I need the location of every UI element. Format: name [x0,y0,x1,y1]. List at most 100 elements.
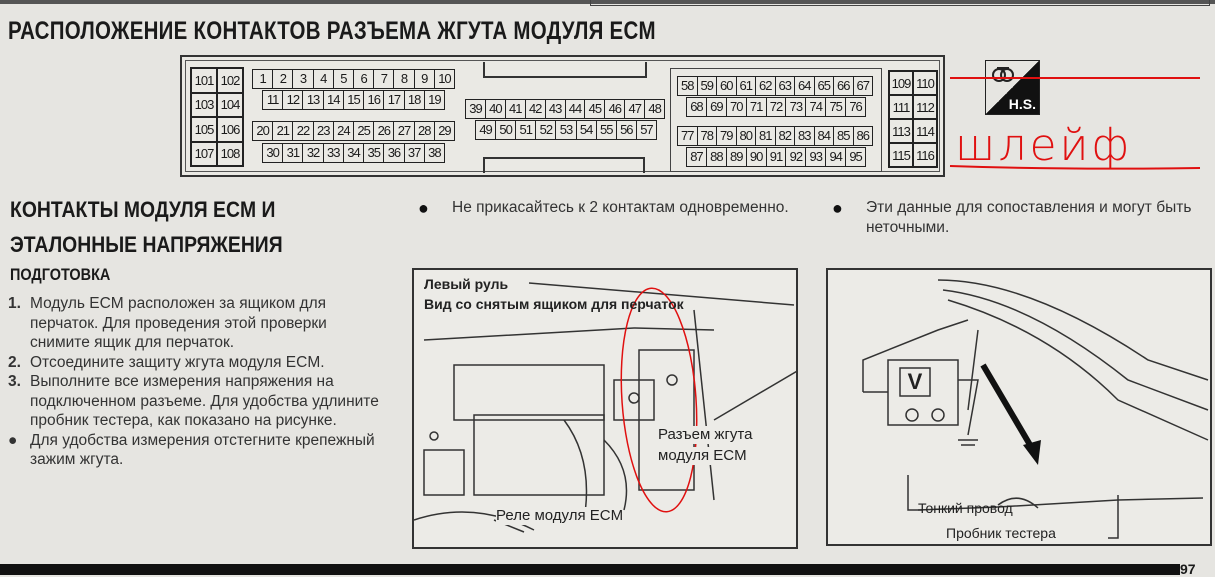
figure-probe: V Тонкий провод Пробник тестера [826,268,1212,546]
pin-cell: 53 [556,121,577,139]
connector-frame [185,60,940,172]
pin-cell: 76 [849,99,862,114]
list-item: 1. Модуль ECM расположен за ящиком для пе… [8,294,390,353]
pin-cell: 109 [889,71,913,95]
dashboard-illustration [414,282,796,533]
pin-cell: 58 [678,77,698,95]
pin-cell: 68 [687,98,707,116]
pin-cell: 77 [678,127,698,145]
pin-cell: 82 [776,127,795,145]
pin-cell: 59 [698,77,717,95]
pin-cell: 1 [253,70,274,88]
pin-cell: 61 [737,77,756,95]
pin-cell: 64 [795,77,815,95]
pin-cell: 81 [756,127,776,145]
pin-cell: 26 [374,122,395,140]
pin-cell: 65 [815,77,834,95]
pin-cell: 19 [428,92,441,107]
pin-cell: 47 [625,100,646,118]
hs-logo-icon: H.S. [985,60,1040,115]
pin-cell: 84 [815,127,834,145]
pin-cell: 63 [776,77,795,95]
bottom-rule [0,564,1180,575]
pin-cell: 35 [364,144,385,162]
red-circle-annotation [620,287,698,513]
pin-cell: 112 [913,95,937,119]
step-text: Модуль ECM расположен за ящиком для перч… [30,295,327,351]
step-number: 2. [8,353,21,371]
pin-cell: 4 [314,70,334,88]
pin-cell: 24 [334,122,355,140]
note-text: Не прикасайтесь к 2 контактам одновремен… [452,199,789,216]
pin-cell: 114 [913,119,937,143]
pin-cell: 10 [438,71,451,86]
pin-cell: 42 [526,100,546,118]
list-item: 2.Отсоедините защиту жгута модуля ECM. [8,353,390,373]
pin-cell: 71 [747,98,767,116]
pin-cell: 37 [405,144,425,162]
pin-cell: 21 [273,122,294,140]
voltmeter-label: V [907,369,923,394]
pin-cell: 5 [334,70,355,88]
pin-cell: 2 [273,70,294,88]
bullet: ● [832,198,843,218]
pin-cell: 95 [849,149,862,164]
connector-diagram [180,55,945,177]
probe-illustration [862,279,1209,539]
connector-slot-top [483,62,647,78]
pin-cell: 69 [707,98,727,116]
page-title: РАСПОЛОЖЕНИЕ КОНТАКТОВ РАЗЪЕМА ЖГУТА МОД… [8,17,656,45]
pin-cell: 16 [364,91,385,109]
pin-cell: 8 [394,70,415,88]
logo-text: H.S. [1008,96,1036,112]
pin-cell: 107 [191,141,217,166]
step-text: Выполните все измерения напряжения на по… [30,373,379,429]
subheading: ПОДГОТОВКА [10,265,111,284]
section-heading: КОНТАКТЫ МОДУЛЯ ECM И ЭТАЛОННЫЕ НАПРЯЖЕН… [10,192,283,262]
connector-label-1: Разъем жгута [658,426,753,444]
pin-cell: 56 [617,121,637,139]
pin-cell: 115 [889,143,913,167]
pin-cell: 7 [374,70,395,88]
pin-cell: 90 [747,148,767,166]
pin-cell: 78 [698,127,717,145]
heading-line-2: ЭТАЛОННЫЕ НАПРЯЖЕНИЯ [10,232,283,257]
pin-cell: 110 [913,71,937,95]
bullet: ● [418,198,429,218]
relay-label: Реле модуля ECM [496,507,624,525]
pin-cell: 39 [466,100,486,118]
top-frame [590,0,1210,6]
pin-cell: 67 [856,78,870,93]
red-handwritten-annotation: шлейф [949,77,1201,171]
step-text: Для удобства измерения отстегните крепеж… [30,431,375,469]
pin-cell: 106 [217,117,243,142]
step-number: 1. [8,295,21,312]
note-2: ●Эти данные для сопоставления и могут бы… [832,198,1212,238]
pin-cell: 50 [496,121,517,139]
pin-cell: 34 [344,144,365,162]
pin-cell: 36 [384,144,405,162]
pin-cell: 73 [786,98,807,116]
pin-cell: 25 [354,122,375,140]
pin-cell: 22 [293,122,314,140]
pin-cell: 79 [717,127,737,145]
pin-cell: 3 [293,70,314,88]
pin-cell: 31 [283,144,304,162]
pin-cell: 32 [303,144,324,162]
pin-cell: 66 [834,77,854,95]
pin-cell: 87 [687,148,707,166]
pin-cell: 116 [913,143,937,167]
pin-cell: 27 [394,122,415,140]
pin-cell: 41 [506,100,526,118]
pin-cell: 111 [889,95,913,119]
pin-cell: 83 [795,127,815,145]
pin-cell: 86 [856,128,870,143]
pin-cell: 44 [566,100,586,118]
